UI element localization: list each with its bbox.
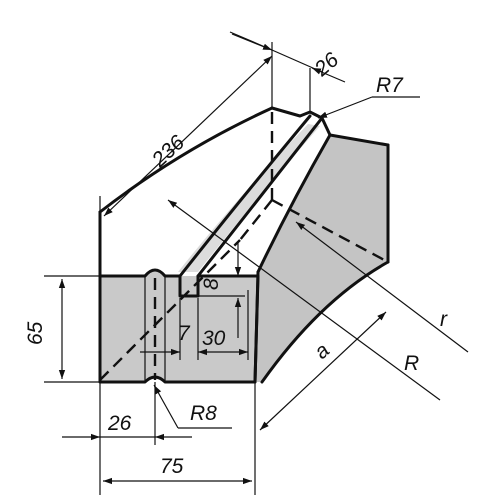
dim-width: 75 [103, 432, 256, 495]
dim-top-slot-label: 26 [310, 48, 344, 81]
dim-height: 65 [24, 275, 100, 383]
dim-depth: 8 [198, 242, 245, 338]
dim-top-slot: 26 [229, 31, 346, 112]
dim-inner-radius: r [295, 221, 469, 353]
dim-radius-top: R7 [317, 74, 420, 119]
dim-width-label: 75 [160, 455, 184, 478]
dim-inner-radius-label: r [440, 308, 448, 331]
dim-outer-radius-label: R [404, 352, 419, 375]
dim-radius-top-label: R7 [376, 74, 404, 97]
dim-depth-label: 8 [200, 278, 223, 290]
dim-height-label: 65 [24, 321, 47, 345]
block-body [100, 108, 388, 382]
dim-offset-label: 7 [178, 322, 191, 345]
dim-bottom-slot-label: 26 [107, 412, 132, 435]
dim-offset-span: 7 30 [140, 290, 249, 360]
dim-radius-bottom: R8 [153, 384, 232, 429]
dim-outer-radius: R [167, 199, 441, 401]
dim-chord-label: a [310, 339, 334, 364]
dim-span-label: 30 [202, 327, 226, 350]
dim-bottom-slot: 26 [62, 382, 192, 495]
dim-radius-bottom-label: R8 [190, 402, 217, 425]
